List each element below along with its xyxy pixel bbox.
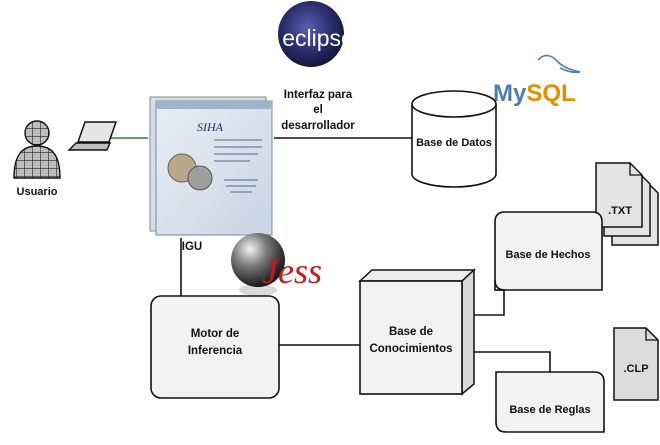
svg-text:desarrollador: desarrollador (281, 120, 355, 132)
svg-text:Base de Hechos: Base de Hechos (506, 249, 591, 261)
user-icon (13, 120, 61, 179)
svg-text:el: el (313, 104, 323, 116)
svg-text:Base de Reglas: Base de Reglas (509, 404, 590, 416)
user-label: Usuario (17, 186, 58, 198)
svg-text:.CLP: .CLP (623, 363, 648, 375)
app-title: SIHA (197, 120, 224, 134)
svg-text:Inferencia: Inferencia (188, 345, 243, 357)
connectors (109, 137, 551, 372)
svg-text:Base de Datos: Base de Datos (416, 137, 492, 149)
svg-text:Interfaz para: Interfaz para (284, 89, 353, 101)
dolphin-icon (537, 54, 581, 74)
txt-document-icon: .TXT (595, 162, 659, 246)
gui-label: IGU (182, 241, 202, 253)
svg-text:.TXT: .TXT (608, 205, 632, 217)
svg-text:Motor de: Motor de (191, 328, 240, 340)
database-cylinder: Base de Datos (411, 90, 497, 188)
dev-interface-label: Interfaz para el desarrollador (281, 89, 355, 132)
eclipse-logo: eclipse (278, 1, 354, 67)
clp-document-icon: .CLP (613, 327, 659, 401)
svg-text:MySQL: MySQL (493, 80, 576, 107)
mysql-logo: MySQL (493, 54, 581, 107)
svg-text:Jess: Jess (262, 251, 322, 291)
laptop-icon (67, 121, 118, 151)
inference-engine-box: Motor de Inferencia (150, 295, 280, 399)
connector-knowledge-rules (462, 351, 551, 372)
svg-text:eclipse: eclipse (282, 25, 354, 51)
facts-base-box: Base de Hechos (494, 211, 603, 291)
rules-base-box: Base de Reglas (495, 371, 605, 433)
jess-logo: Jess (231, 233, 322, 296)
svg-text:Conocimientos: Conocimientos (369, 343, 452, 355)
gui-screenshot: SIHA (149, 96, 273, 236)
knowledge-base-box: Base de Conocimientos (358, 268, 476, 396)
svg-text:Base de: Base de (389, 326, 433, 338)
